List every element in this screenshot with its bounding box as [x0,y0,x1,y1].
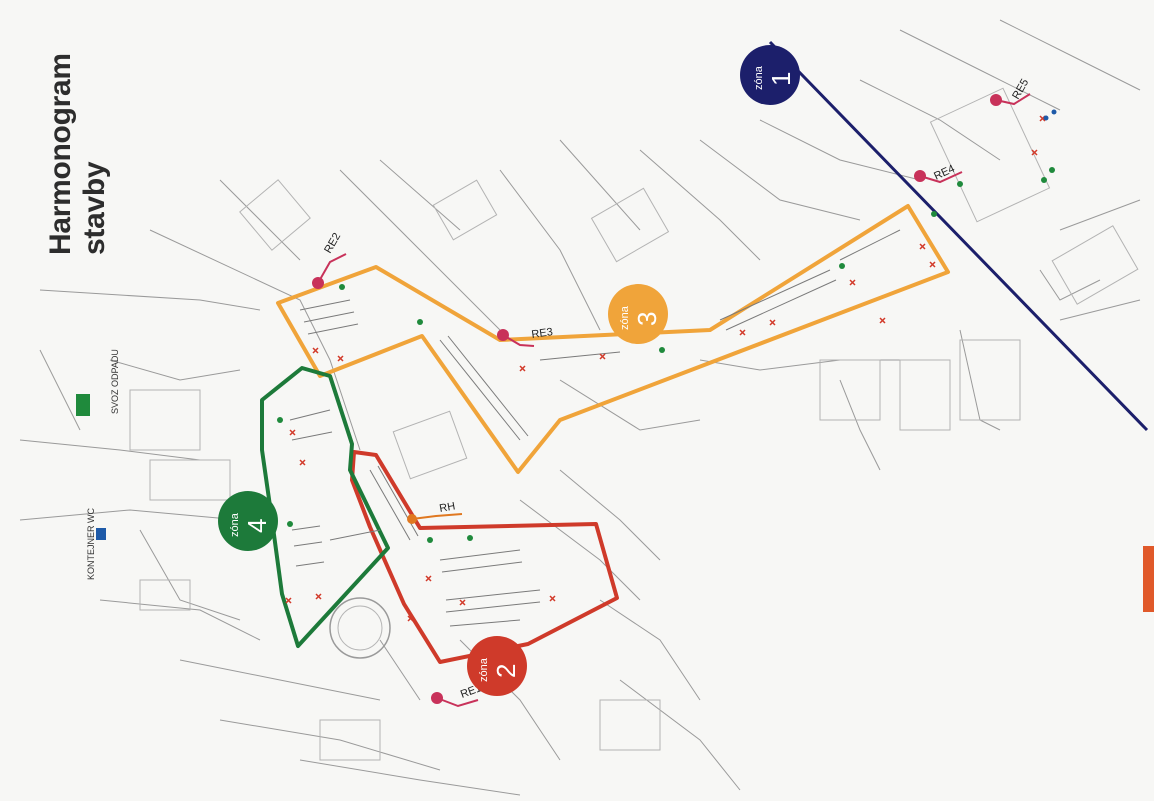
base-map-buildings [129,87,1139,761]
wc-points [1043,109,1057,121]
page-title-line2: stavby [78,161,111,255]
zone-3-word: zóna [619,305,631,330]
zone-2-number: 2 [491,664,521,678]
roundabout-inner [337,605,383,651]
zone-1-boundary-line [768,40,1149,432]
zone-3-number: 3 [632,312,662,326]
re-marker-pins [312,93,1031,708]
zone-4-word: zóna [229,512,241,537]
zone-3-badge: zóna 3 [608,284,668,344]
legend-wc-swatch [96,528,106,540]
edge-accent [1143,546,1154,612]
work-marks [285,115,1046,622]
page-title-line1: Harmonogram [44,53,77,255]
zone-1-badge: zóna 1 [740,45,800,105]
zone-2-word: zóna [478,657,490,682]
rh-label: RH [438,500,456,515]
re5-label: RE5 [1010,77,1031,102]
zone-1-number: 1 [766,72,796,86]
page-title: Harmonogram stavby [44,53,112,255]
parking-rows [289,229,901,627]
zone-4-badge: zóna 4 [218,491,278,551]
legend-wc-label: KONTEJNER WC [86,508,96,580]
zone-1-word: zóna [753,65,765,90]
re2-label: RE2 [322,231,343,256]
re3-label: RE3 [531,326,554,341]
waste-points [277,167,1055,543]
zone-4-number: 4 [242,519,272,533]
re-marker-labels: RE2 RE3 RE4 RE5 RE1 RH [322,77,1031,701]
legend-waste-swatch [76,394,90,416]
zone-2-badge: zóna 2 [467,636,527,696]
legend-waste-label: SVOZ ODPADU [110,349,120,414]
zone-3-boundary [276,204,950,474]
roundabout [329,597,391,659]
base-map-streets [19,19,1141,796]
zone-4-boundary [260,366,390,648]
zone-2-boundary [350,450,619,664]
